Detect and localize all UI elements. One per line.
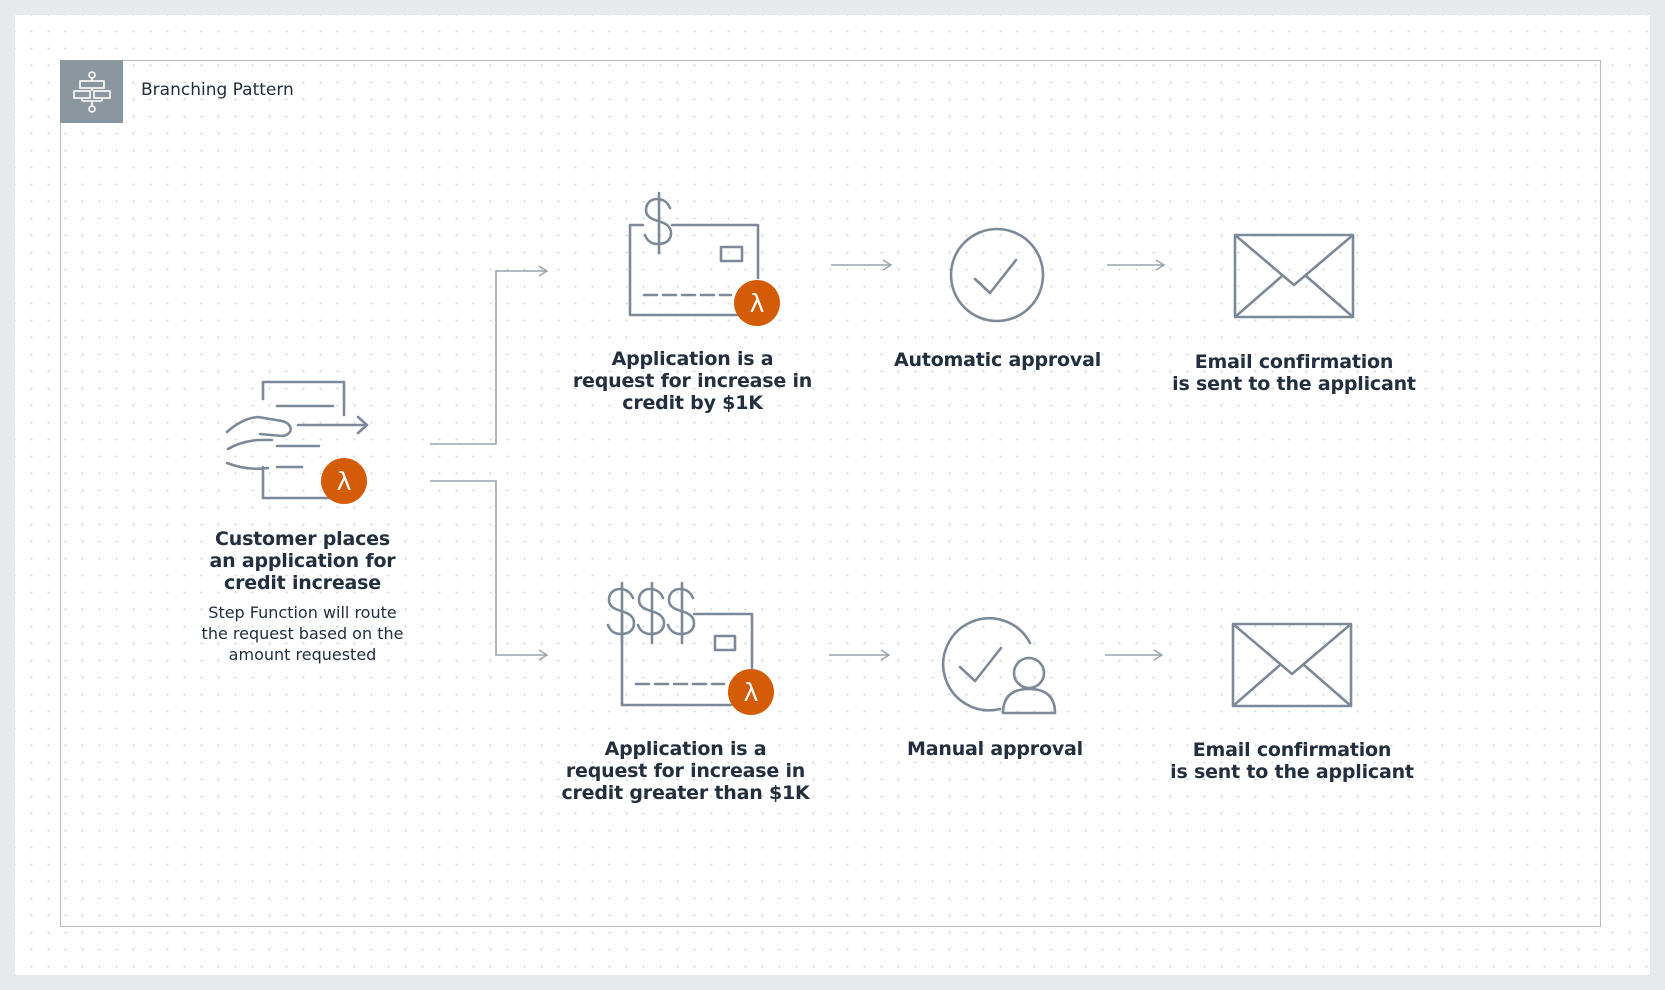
- credit-card-dollar-icon: [628, 191, 760, 317]
- lambda-badge-app-large: λ: [728, 669, 774, 715]
- manual-approval-label: Manual approval: [870, 738, 1120, 760]
- envelope-icon-bottom: [1231, 622, 1353, 708]
- credit-card-multi-dollar-icon: [606, 581, 754, 707]
- email-bottom-label-line-1: Email confirmation: [1192, 739, 1392, 761]
- email-bottom-label-line-2: is sent to the applicant: [1170, 761, 1414, 783]
- svg-text:λ: λ: [337, 467, 352, 496]
- svg-text:λ: λ: [744, 678, 759, 707]
- lambda-badge-app-small: λ: [734, 280, 780, 326]
- auto-approval-label: Automatic approval: [870, 349, 1125, 371]
- customer-label-line-3: credit increase: [224, 572, 381, 594]
- customer-sublabel-line-1: Step Function will route: [208, 603, 397, 622]
- app-small-label: Application is a request for increase in…: [555, 348, 830, 414]
- svg-text:λ: λ: [750, 289, 765, 318]
- lambda-badge-customer: λ: [321, 458, 367, 504]
- person-check-icon: [941, 616, 1057, 715]
- email-bottom-label: Email confirmation is sent to the applic…: [1158, 739, 1426, 783]
- email-top-label: Email confirmation is sent to the applic…: [1160, 351, 1428, 395]
- app-small-label-line-3: credit by $1K: [622, 392, 763, 414]
- customer-sublabel-line-3: amount requested: [228, 645, 377, 664]
- branch-connector-top: [430, 265, 549, 445]
- group-frame: [60, 60, 1601, 927]
- app-large-label-line-2: request for increase in: [565, 760, 806, 782]
- customer-label: Customer places an application for credi…: [160, 528, 445, 594]
- email-top-label-line-2: is sent to the applicant: [1172, 373, 1416, 395]
- checkmark-circle-icon: [949, 227, 1045, 323]
- app-large-label-line-3: credit greater than $1K: [561, 782, 810, 804]
- app-large-label: Application is a request for increase in…: [543, 738, 828, 804]
- email-top-label-line-1: Email confirmation: [1194, 351, 1394, 373]
- customer-sublabel: Step Function will route the request bas…: [160, 602, 445, 665]
- step-functions-icon: [60, 60, 123, 123]
- customer-label-line-1: Customer places: [215, 528, 390, 550]
- form-submit-icon: [225, 380, 369, 500]
- auto-approval-label-line-1: Automatic approval: [893, 349, 1102, 371]
- app-small-label-line-2: request for increase in: [572, 370, 813, 392]
- customer-label-line-2: an application for: [209, 550, 396, 572]
- app-small-label-line-1: Application is a: [611, 348, 774, 370]
- app-large-label-line-1: Application is a: [604, 738, 767, 760]
- customer-sublabel-line-2: the request based on the: [201, 624, 404, 643]
- manual-approval-label-line-1: Manual approval: [907, 738, 1083, 760]
- envelope-icon-top: [1233, 233, 1355, 319]
- diagram-canvas: [15, 15, 1650, 975]
- group-title: Branching Pattern: [141, 80, 294, 100]
- branch-connector-bottom: [430, 480, 549, 661]
